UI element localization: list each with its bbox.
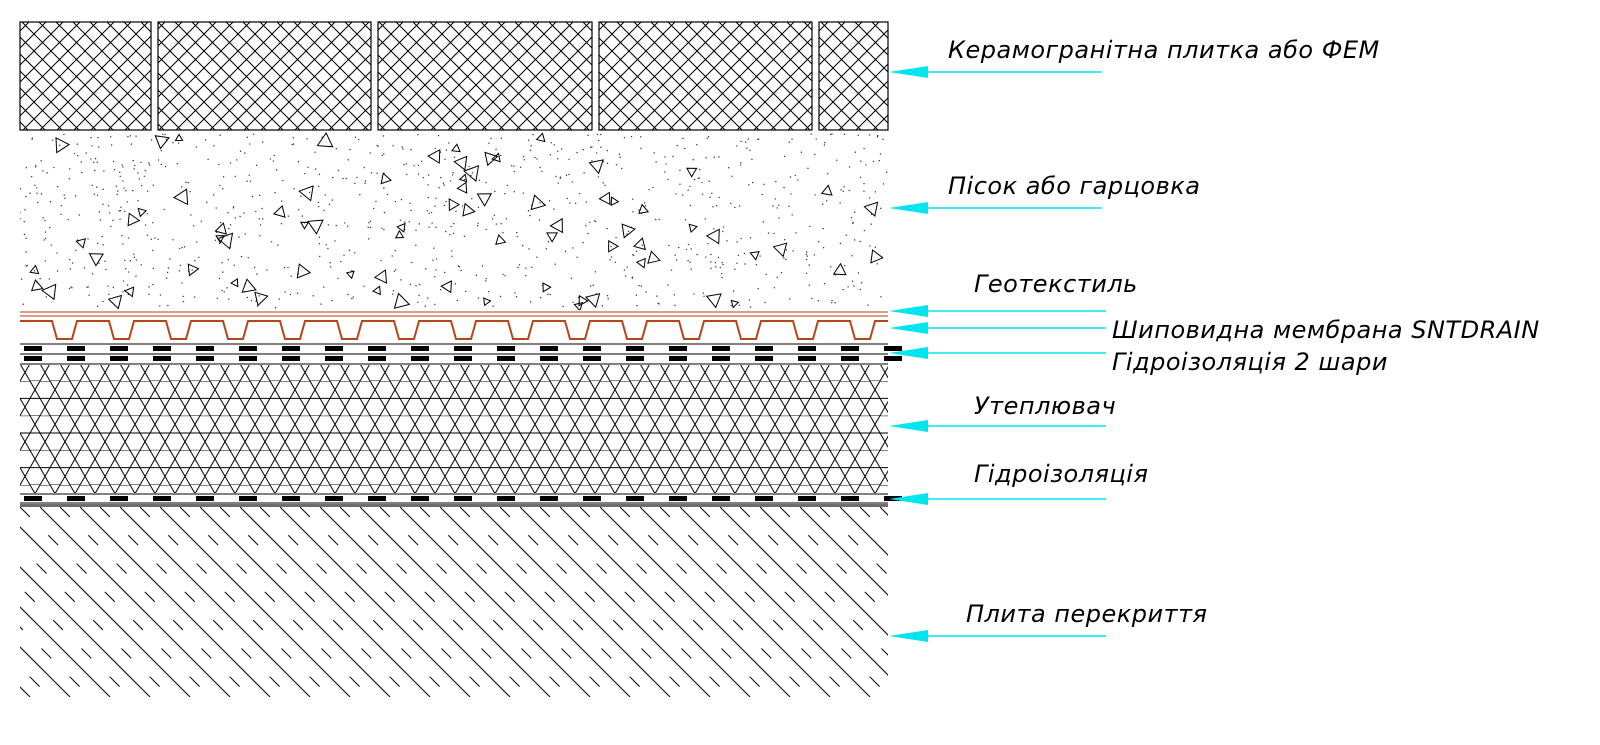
insulation-layer [20,365,888,493]
tile-layer [19,21,889,131]
leader-waterproofing [889,493,1106,505]
geotextile-layer [20,311,888,317]
dimpled-membrane [20,320,888,340]
label-slab: Плита перекриття [966,600,1207,628]
waterproofing-layer [20,493,902,507]
leader-lines [889,66,1106,642]
label-membrane: Шиповидна мембрана SNTDRAIN [1112,316,1540,344]
leader-tiles [889,66,1102,78]
label-insulation: Утеплювач [974,392,1116,420]
leader-geotextile [889,305,1106,317]
waterproofing-double-layer [20,343,902,365]
leader-slab [889,630,1106,642]
label-geotextile: Геотекстиль [974,270,1138,298]
label-waterproofing: Гідроізоляція [974,460,1148,488]
leader-waterproofing-double [889,347,1106,359]
floor-slab-layer [20,507,888,697]
label-tiles: Керамогранітна плитка або ФЕМ [948,36,1380,64]
sand-layer [20,132,888,310]
label-waterproofing-double: Гідроізоляція 2 шари [1112,348,1388,376]
leader-insulation [889,420,1106,432]
label-sand: Пісок або гарцовка [948,172,1200,200]
leader-membrane [889,322,1106,334]
leader-sand [889,202,1102,214]
